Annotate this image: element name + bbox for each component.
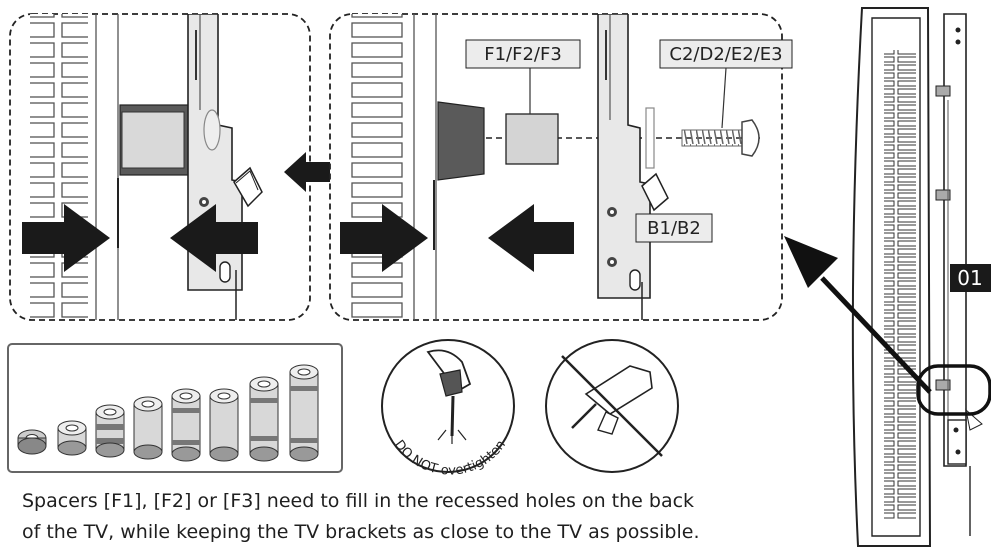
arrow-left-icon <box>170 204 258 272</box>
panel-exploded: F1/F2/F3 C2/D2/E2/E3 B1/B2 <box>329 13 793 321</box>
caption-line-1: Spacers [F1], [F2] or [F3] need to fill … <box>22 490 695 512</box>
tv-bracket <box>943 13 967 467</box>
screwdriver-warning: DO NOT overtighten <box>381 339 515 479</box>
tv-vents <box>350 14 408 320</box>
label-screw: C2/D2/E2/E3 <box>659 39 793 129</box>
label-spacer-text: F1/F2/F3 <box>484 44 562 65</box>
tv-vents <box>30 14 88 320</box>
spacer-item <box>95 404 125 458</box>
pointer-arrow <box>784 236 932 394</box>
spacer-item <box>171 388 201 462</box>
washer <box>645 107 655 169</box>
label-spacer: F1/F2/F3 <box>465 39 581 69</box>
tv-vents <box>884 50 916 520</box>
spacer-block <box>505 113 559 165</box>
spacer-item <box>209 388 239 462</box>
instruction-caption: Spacers [F1], [F2] or [F3] need to fill … <box>22 486 802 548</box>
spacer-item <box>133 396 163 460</box>
step-badge <box>950 264 991 292</box>
spacer-item <box>17 429 47 455</box>
drill-prohibited <box>545 339 679 473</box>
screwdriver-icon <box>426 349 472 444</box>
step-number: 01 <box>957 266 982 290</box>
detail-highlight <box>916 364 991 416</box>
power-drill-icon <box>571 365 653 435</box>
panel-assembled <box>9 13 311 321</box>
arrow-right-icon <box>22 204 110 272</box>
spacer-item <box>57 420 87 456</box>
spacer-item <box>249 376 279 462</box>
label-bracket: B1/B2 <box>635 213 713 243</box>
tv-recess <box>437 101 485 181</box>
safety-latch <box>233 166 263 208</box>
arrow-right-icon <box>340 204 428 272</box>
tv-side-view: 01 <box>851 7 991 547</box>
spacer-set <box>7 343 343 473</box>
spacer-item <box>289 364 319 462</box>
caption-line-2: of the TV, while keeping the TV brackets… <box>22 521 700 543</box>
arrow-left-icon <box>284 152 332 192</box>
safety-latch <box>641 172 669 212</box>
prohibited-slash <box>561 355 663 457</box>
arrow-left-icon <box>488 204 574 272</box>
screw-bolt <box>681 119 760 157</box>
label-bracket-text: B1/B2 <box>647 218 701 239</box>
label-screw-text: C2/D2/E2/E3 <box>669 44 782 65</box>
